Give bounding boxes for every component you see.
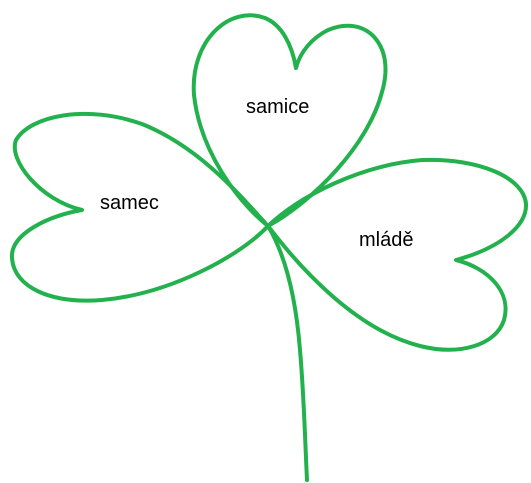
leaf-right-outline [268,160,526,350]
leaf-label-top: samice [246,97,309,117]
leaf-label-left: samec [100,193,159,213]
leaf-label-right: mládě [359,230,413,250]
leaf-top-outline [194,15,386,226]
